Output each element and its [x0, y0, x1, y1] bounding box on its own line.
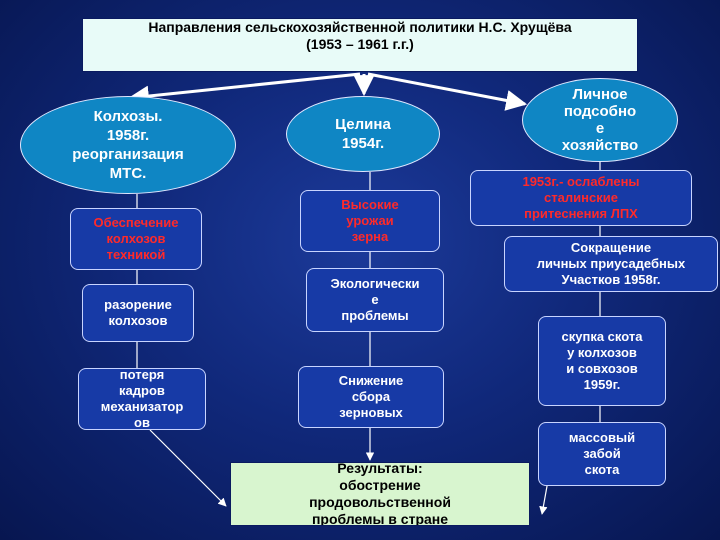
box-left-2: разорение колхозов: [82, 284, 194, 342]
box-center-1: Высокие урожаи зерна: [300, 190, 440, 252]
box-right-3: скупка скота у колхозов и совхозов 1959г…: [538, 316, 666, 406]
ellipse-kolkhozy: Колхозы. 1958г. реорганизация МТС.: [20, 96, 236, 194]
arrow-left-result: [149, 429, 227, 507]
box-left-3: потеря кадров механизатор ов: [78, 368, 206, 430]
diagram-title: Направления сельскохозяйственной политик…: [82, 18, 638, 72]
box-right-1: 1953г.- ослаблены сталинские притеснения…: [470, 170, 692, 226]
box-center-3: Снижение сбора зерновых: [298, 366, 444, 428]
result-box: Результаты: обострение продовольственной…: [230, 462, 530, 526]
box-left-1: Обеспечение колхозов техникой: [70, 208, 202, 270]
box-right-2: Сокращение личных приусадебных Участков …: [504, 236, 718, 292]
ellipse-tselina: Целина 1954г.: [286, 96, 440, 172]
box-right-4: массовый забой скота: [538, 422, 666, 486]
arrow-title-left: [127, 72, 361, 107]
arrow-title-right: [367, 72, 528, 111]
box-center-2: Экологически е проблемы: [306, 268, 444, 332]
ellipse-lph: Личное подсобно е хозяйство: [522, 78, 678, 162]
